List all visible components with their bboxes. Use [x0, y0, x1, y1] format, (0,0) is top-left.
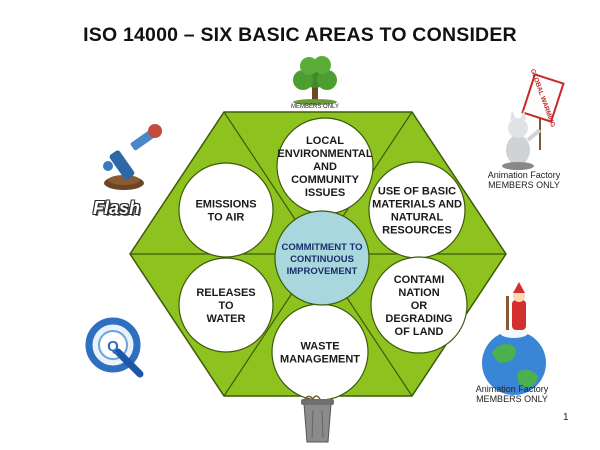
contamination-land-label: CONTAMI	[394, 274, 445, 286]
animation-factory-caption: Animation Factory	[488, 170, 561, 180]
emissions-to-air-circle	[178, 162, 274, 258]
contamination-land-label: DEGRADING	[385, 313, 452, 325]
cat-with-sign-icon: GLOBAL WARMING	[502, 68, 565, 170]
svg-text:Q: Q	[107, 338, 119, 355]
releases-to-water-circle	[178, 257, 274, 353]
contamination-land-label: OF LAND	[395, 326, 444, 338]
animation-factory-caption: Animation Factory	[476, 384, 549, 394]
members-only-caption: MEMBERS ONLY	[488, 180, 560, 190]
tree-caption: MEMBERS ONLY	[291, 104, 339, 110]
members-only-caption: MEMBERS ONLY	[476, 394, 548, 404]
commitment-center-circle	[274, 210, 370, 306]
commitment-center-label: IMPROVEMENT	[287, 266, 358, 277]
contamination-land-label: OR	[411, 300, 428, 312]
basic-materials-resources-label: NATURAL	[391, 212, 444, 224]
releases-to-water-label: RELEASES	[196, 287, 255, 299]
waste-management-label: WASTE	[300, 341, 339, 353]
commitment-center-label: COMMITMENT TO	[281, 242, 362, 253]
basic-materials-resources-label: USE OF BASIC	[378, 186, 456, 198]
contamination-land-circle	[370, 256, 468, 354]
plunger-icon	[103, 124, 162, 190]
releases-to-water-label: WATER	[207, 313, 246, 325]
releases-to-water-label: TO	[218, 300, 234, 312]
trash-can-icon	[301, 395, 334, 443]
emissions-to-air-label: EMISSIONS	[195, 199, 256, 211]
contamination-land-label: NATION	[398, 287, 439, 299]
basic-materials-resources-label: RESOURCES	[382, 225, 452, 237]
q-logo-icon: Q	[85, 317, 144, 378]
flash-logo-label: Flash	[93, 198, 141, 218]
tree-icon	[293, 56, 337, 105]
page-number: 1	[563, 412, 569, 423]
globe-santa-icon	[482, 282, 546, 395]
page-title: ISO 14000 – SIX BASIC AREAS TO CONSIDER	[83, 24, 517, 46]
local-environmental-issues-label: COMMUNITY	[291, 174, 359, 186]
local-environmental-issues-label: AND	[313, 161, 337, 173]
local-environmental-issues-label: LOCAL	[306, 135, 344, 147]
basic-materials-resources-label: MATERIALS AND	[372, 199, 462, 211]
local-environmental-issues-label: ENVIRONMENTAL	[277, 148, 372, 160]
commitment-center-label: CONTINUOUS	[290, 254, 354, 265]
emissions-to-air-label: TO AIR	[208, 212, 245, 224]
waste-management-label: MANAGEMENT	[280, 354, 360, 366]
local-environmental-issues-label: ISSUES	[305, 187, 345, 199]
